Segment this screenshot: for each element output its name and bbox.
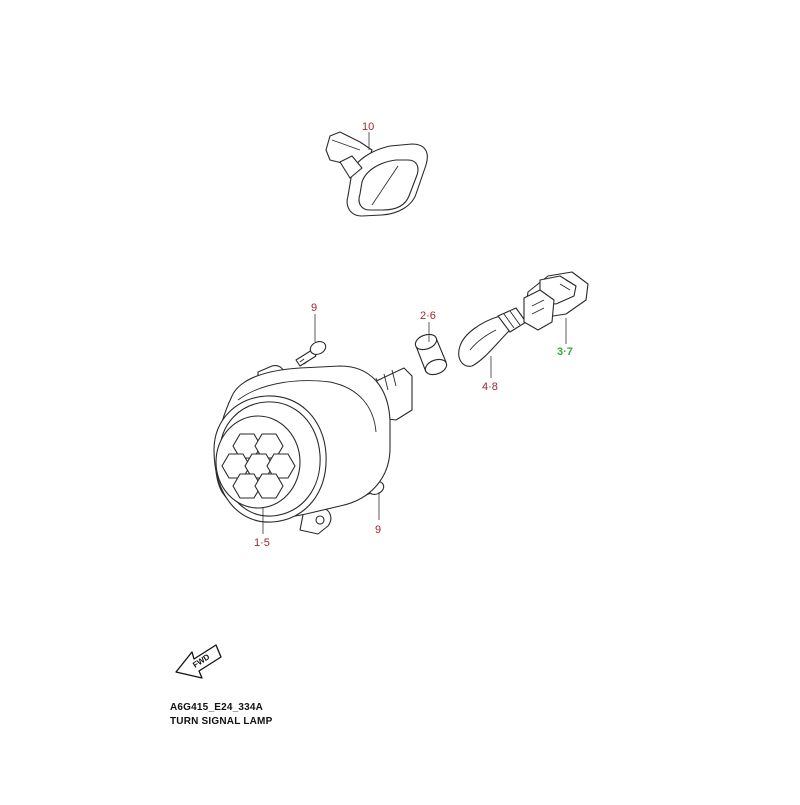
callout-3-7[interactable]: 3·7: [557, 346, 573, 358]
leader-lines: [262, 132, 567, 534]
callout-9-upper[interactable]: 9: [311, 302, 317, 314]
callouts: 10 9 2·6 4·8 3·7 1·5 9: [254, 121, 573, 549]
callout-9-lower[interactable]: 9: [375, 524, 381, 536]
diagram-code: A6G415_E24_334A: [170, 702, 264, 713]
callout-4-8[interactable]: 4·8: [482, 381, 498, 393]
grommet[interactable]: [413, 332, 448, 378]
callout-2-6[interactable]: 2·6: [420, 310, 436, 322]
turn-signal-lamp-housing[interactable]: [213, 365, 413, 535]
diagram-title: TURN SIGNAL LAMP: [170, 716, 273, 727]
side-marker-lamp[interactable]: [325, 131, 428, 217]
screw-upper[interactable]: [295, 339, 328, 367]
callout-1-5[interactable]: 1·5: [254, 537, 270, 549]
bulb[interactable]: [458, 307, 527, 367]
bulb-socket[interactable]: [523, 271, 589, 331]
fwd-arrow-icon: FWD: [175, 644, 222, 679]
callout-10[interactable]: 10: [362, 121, 374, 133]
